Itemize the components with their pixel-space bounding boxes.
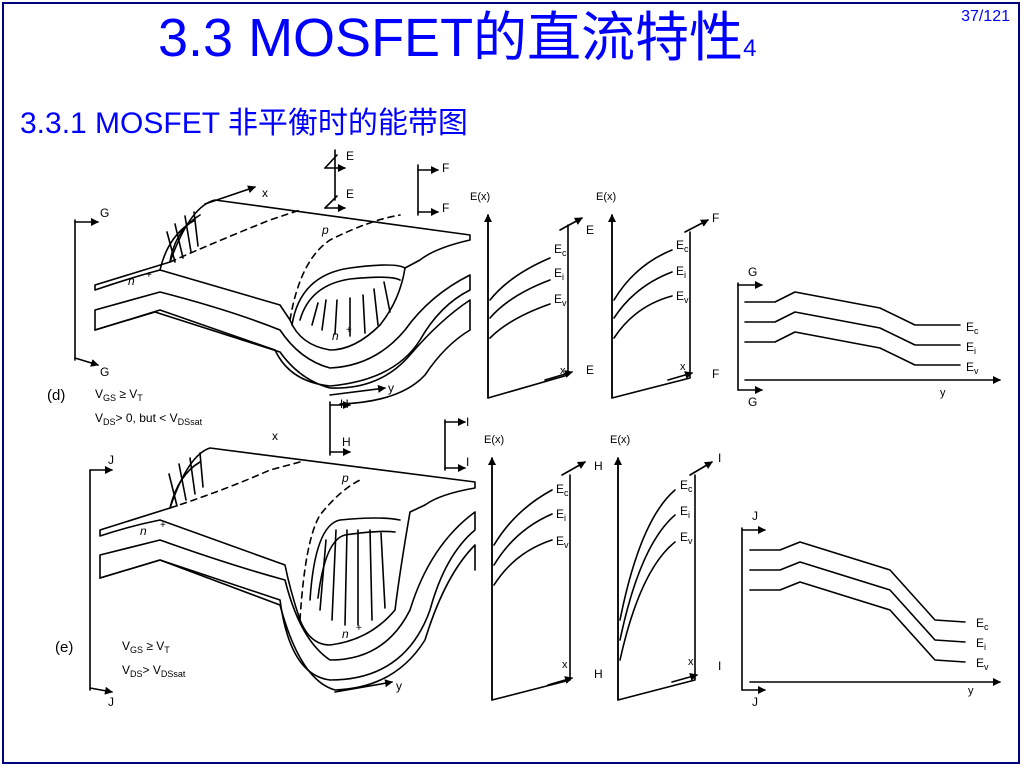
d-e-bottom-label: E [346, 187, 354, 201]
d-f-bottom-label: F [442, 201, 449, 215]
e-cross-section-I [614, 457, 713, 701]
e-h-section-bottom-label: H [594, 667, 603, 681]
e-j-profile-bottom-label: J [752, 695, 758, 709]
d-n-drain-label: n [332, 329, 339, 343]
d-y-axis-label: y [388, 381, 394, 395]
e-n-source-label: n [140, 524, 147, 538]
d-g-bracket [74, 218, 1001, 394]
d-e-section-bottom-label: E [586, 363, 594, 377]
e-j-profile-y-label: y [968, 685, 974, 697]
d-n-source-plus: + [146, 270, 152, 281]
page-number: 37/121 [961, 8, 1010, 25]
e-j-ei-label: Ei [976, 636, 986, 652]
panel-e-label: (e) [55, 639, 73, 656]
d-n-drain-plus: + [346, 325, 352, 336]
e-i-section-bottom-label: I [718, 659, 721, 673]
d-x-axis-label: x [262, 186, 268, 200]
d-e-top-label: E [346, 149, 354, 163]
e-j-top-label: J [108, 453, 114, 467]
d-cross-section-E [484, 214, 583, 399]
d-f-section-bottom-label: F [712, 367, 719, 381]
e-cross-section-H [488, 457, 586, 701]
e-i-section-top-label: I [718, 451, 721, 465]
d-n-source-label: n [128, 274, 135, 288]
e-i-top-label: I [466, 415, 469, 429]
d-g-top-label: G [100, 206, 109, 220]
e-h-ev-label: Ev [556, 534, 569, 550]
e-j-profile-top-label: J [752, 509, 758, 523]
e-h-section-top-label: H [594, 459, 603, 473]
d-f-section-x-label: x [680, 361, 686, 373]
e-h-ei-label: Ei [556, 507, 566, 523]
e-i-section-ex-label: E(x) [610, 434, 630, 446]
d-g-profile-top-label: G [748, 265, 757, 279]
e-band-profile-J [749, 541, 966, 663]
e-h-ec-label: Ec [556, 482, 569, 498]
d-g-profile-y-label: y [940, 387, 946, 399]
d-cross-section-F [608, 214, 709, 399]
e-j-bottom-label: J [108, 695, 114, 709]
d-condition-vds: VDS> 0, but < VDSsat [95, 411, 203, 427]
d-f-ec-label: Ec [676, 238, 689, 254]
d-g-ec-label: Ec [966, 320, 979, 336]
page-title: 3.3 MOSFET的直流特性4 [158, 6, 756, 81]
e-3d-surface [99, 447, 476, 693]
d-condition-vgs: VGS ≥ VT [95, 387, 143, 403]
d-e-section-top-label: E [586, 223, 594, 237]
d-e-section-x-label: x [560, 365, 566, 377]
e-j-ev-label: Ev [976, 656, 989, 672]
e-n-drain-label: n [342, 627, 349, 641]
d-g-profile-bottom-label: G [748, 395, 757, 409]
e-section-markers [329, 401, 466, 472]
d-f-ei-label: Ei [676, 264, 686, 280]
d-e-ec-label: Ec [554, 242, 567, 258]
e-i-ev-label: Ev [680, 530, 693, 546]
d-e-ei-label: Ei [554, 266, 564, 282]
e-h-bottom-label: H [342, 435, 351, 449]
d-section-markers [324, 149, 439, 216]
e-j-ec-label: Ec [976, 616, 989, 632]
d-f-ev-label: Ev [676, 289, 689, 305]
d-e-section-ex-label: E(x) [470, 191, 490, 203]
title-suffix: 4 [743, 35, 757, 62]
e-h-top-label: H [340, 397, 349, 411]
e-i-ei-label: Ei [680, 504, 690, 520]
e-j-bracket [89, 466, 1001, 695]
e-n-source-plus: + [160, 520, 166, 531]
e-h-section-ex-label: E(x) [484, 434, 504, 446]
title-main: 3.3 MOSFET的直流特性 [158, 8, 744, 68]
d-g-bottom-label: G [100, 365, 109, 379]
section-subtitle: 3.3.1 MOSFET 非平衡时的能带图 [20, 107, 468, 140]
d-band-profile-G [744, 291, 961, 366]
e-condition-vds: VDS> VDSsat [122, 663, 186, 679]
e-condition-vgs: VGS ≥ VT [122, 639, 170, 655]
d-g-ev-label: Ev [966, 360, 979, 376]
e-p-label: p [341, 471, 349, 485]
d-3d-surface [94, 185, 471, 405]
e-h-section-x-label: x [562, 659, 568, 671]
panel-d-label: (d) [47, 387, 65, 404]
d-f-section-ex-label: E(x) [596, 191, 616, 203]
d-f-top-label: F [442, 161, 449, 175]
d-p-label: p [321, 223, 329, 237]
e-i-bottom-label: I [466, 455, 469, 469]
e-n-drain-plus: + [356, 623, 362, 634]
e-y-axis-label: y [396, 679, 402, 693]
d-f-section-top-label: F [712, 211, 719, 225]
e-i-ec-label: Ec [680, 478, 693, 494]
d-g-ei-label: Ei [966, 340, 976, 356]
d-e-ev-label: Ev [554, 292, 567, 308]
e-i-section-x-label: x [688, 656, 694, 668]
e-x-axis-label: x [272, 429, 278, 443]
